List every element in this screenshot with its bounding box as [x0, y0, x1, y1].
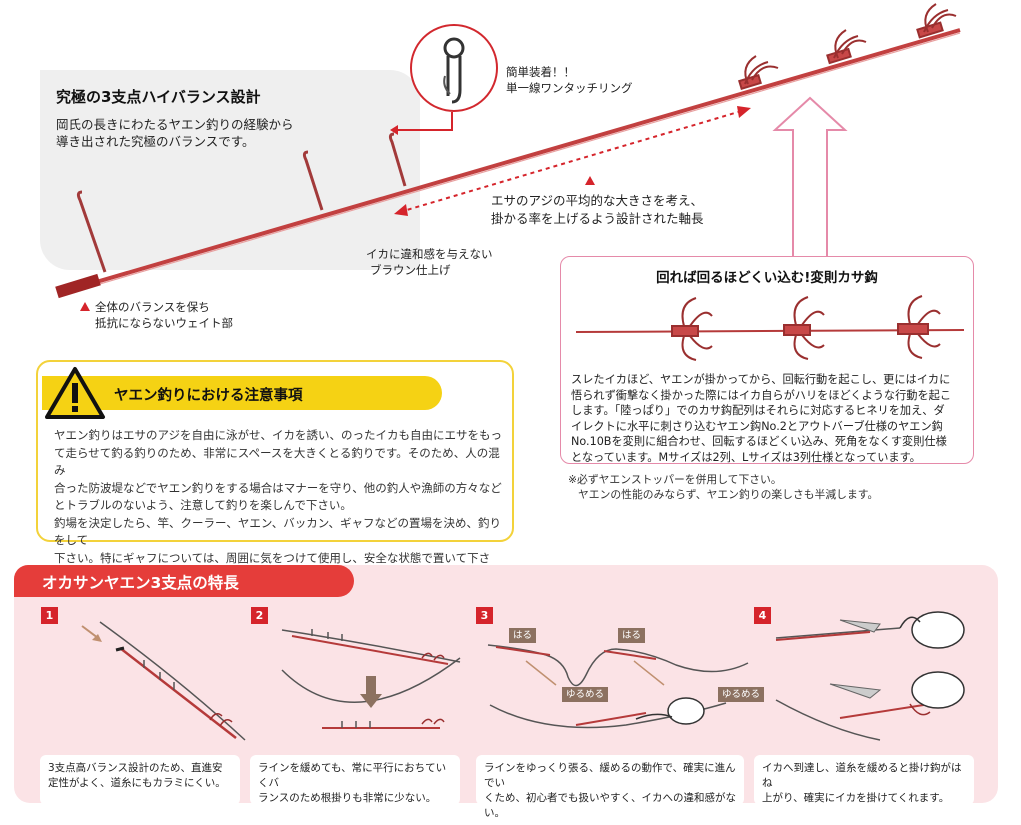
feature-1-diagram [81, 621, 246, 741]
tag-yurumeru-1: ゆるめる [562, 687, 609, 702]
yaen-main-illustration [55, 3, 961, 311]
horse-mackerel-icon-lower [829, 683, 882, 699]
feature-card-2: ラインを緩めても、常に平行におちていくバ ランスのため根掛りも非常に少ない。 [250, 755, 460, 805]
ring-detail-circle [410, 24, 498, 112]
yaen-shaft [61, 28, 961, 294]
ring-caption: 簡単装着！！ 単一線ワンタッチリング [506, 65, 633, 95]
feature-card-3: ラインをゆっくり張る、緩めるの動作で、確実に進んでい くため、初心者でも扱いやす… [476, 755, 744, 819]
warning-icon [45, 367, 105, 419]
ring-pointer-arrow [396, 112, 453, 131]
yaen-support-2 [302, 150, 324, 211]
down-arrow-icon [360, 694, 382, 708]
tag-haru-2: はる [618, 628, 646, 643]
yaen-support-1 [76, 190, 107, 273]
design-title: 究極の3支点ハイバランス設計 [56, 88, 261, 106]
features-banner [14, 565, 354, 597]
weight-triangle-marker [80, 302, 90, 311]
caution-title: ヤエン釣りにおける注意事項 [114, 388, 303, 404]
kasa-hook-group-top [738, 3, 957, 90]
feature-number-2: 2 [251, 607, 268, 624]
kasa-hook-box [560, 256, 974, 464]
kasa-hook-illustration [575, 295, 965, 361]
shaft-caption: エサのアジの平均的な大きさを考え、 掛かる率を上げるよう設計された軸長 [491, 193, 704, 226]
shaft-length-dashed-line [399, 109, 746, 213]
brown-finish-caption: イカに違和感を与えない ブラウン仕上げ [366, 247, 493, 277]
kasa-title: 回れば回るほどくい込む!変則カサ鈎 [656, 270, 878, 286]
feature-number-4: 4 [754, 607, 771, 624]
feature-3-diagram [487, 644, 749, 729]
design-description: 岡氏の長きにわたるヤエン釣りの経験から 導き出された究極のバランスです。 [56, 117, 294, 149]
squid-icon-bottom [911, 671, 965, 709]
squid-icon [667, 697, 705, 725]
yaen-weight [55, 273, 101, 299]
horse-mackerel-icon [839, 619, 881, 633]
one-touch-ring-icon [443, 37, 465, 104]
feature-2-diagram [281, 629, 461, 729]
weight-caption: 全体のバランスを保ち 抵抗にならないウェイト部 [95, 300, 233, 330]
caution-body: ヤエン釣りはエサのアジを自由に泳がせ、イカを誘い、のったイカも自由にエサをもっ … [54, 428, 503, 582]
feature-card-1: 3支点高バランス設計のため、直進安 定性がよく、道糸にもカラミにくい。 [40, 755, 240, 805]
yaen-support-3 [388, 132, 407, 187]
kasa-description: スレたイカほど、ヤエンが掛かってから、回転行動を起こし、更にはイカに 悟られず衝… [571, 373, 952, 464]
kasa-up-arrow [772, 96, 848, 258]
feature-4-diagram [775, 611, 965, 741]
feature-card-4: イカへ到達し、道糸を緩めると掛け鈎がはね 上がり、確実にイカを掛けてくれます。 [754, 755, 974, 805]
tag-haru-1: はる [509, 628, 537, 643]
squid-icon-top [911, 611, 965, 649]
caution-banner [42, 376, 442, 410]
tag-yurumeru-2: ゆるめる [718, 687, 765, 702]
feature-number-3: 3 [476, 607, 493, 624]
stopper-note: ※必ずヤエンストッパーを併用して下さい。 ヤエンの性能のみならず、ヤエン釣りの楽… [568, 473, 879, 501]
design-panel [40, 70, 420, 270]
features-title: オカサンヤエン3支点の特長 [42, 574, 239, 592]
feature-number-1: 1 [41, 607, 58, 624]
shaft-triangle-marker [585, 176, 595, 185]
